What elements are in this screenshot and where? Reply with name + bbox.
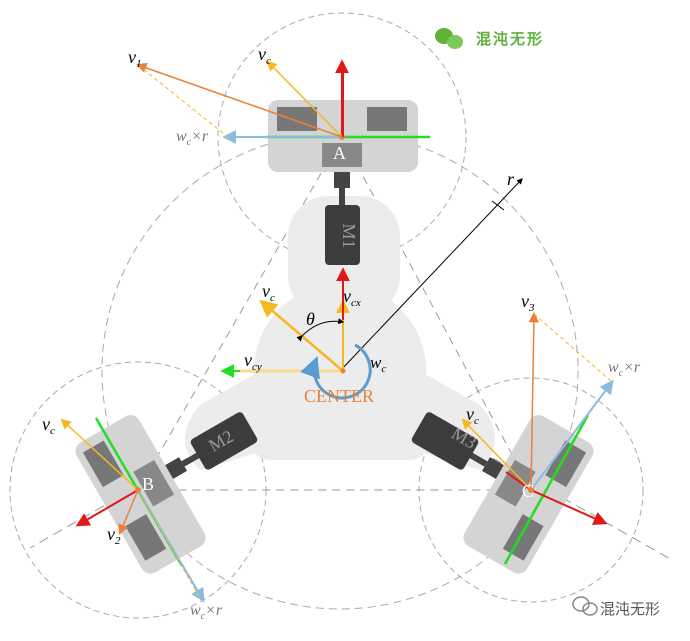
watermark-bottom: 混沌无形 — [600, 600, 661, 618]
radius-tick — [491, 200, 505, 211]
label-v3: v3 — [521, 291, 535, 314]
wheel-c-red-left — [505, 471, 532, 491]
label-v2: v2 — [107, 524, 121, 547]
wheel-c-dot — [528, 487, 534, 493]
wechat-icon-top — [435, 28, 463, 49]
label-vc-center: vc — [262, 281, 275, 304]
label-wheel-c: C — [522, 481, 534, 501]
wheel-a-dash — [137, 64, 229, 138]
label-wheel-a: A — [333, 143, 346, 163]
wheel-a-vc — [266, 60, 343, 138]
wechat-icon-bottom — [572, 596, 598, 616]
label-wcr-c: wc×r — [608, 359, 641, 379]
wc-arc — [300, 343, 372, 400]
wheel-c-green — [503, 414, 590, 565]
wheel-c-blue — [530, 379, 614, 491]
wheel-c — [411, 412, 594, 574]
wheel-b-dot — [135, 487, 141, 493]
label-vc-c: vc — [466, 404, 479, 427]
wheel-c-dash — [533, 313, 613, 383]
center-dot — [340, 368, 346, 374]
label-wc-center: wc — [370, 353, 386, 375]
label-vc-b: vc — [42, 414, 55, 437]
wheel-c-red-right — [530, 489, 608, 525]
label-r: r — [507, 169, 515, 189]
wheel-a-v1 — [136, 62, 343, 138]
wheel-c-vc — [461, 418, 532, 491]
label-vcy: vcy — [244, 350, 262, 373]
wheel-c-v3 — [528, 311, 540, 491]
motor-1-label: M1 — [339, 223, 359, 248]
theta-arc — [296, 318, 345, 342]
label-vcx: vcx — [343, 286, 361, 309]
dashed-triangle — [137, 135, 532, 491]
label-wheel-b: B — [142, 474, 154, 494]
label-center: CENTER — [304, 386, 374, 406]
wheel-b-red — [75, 489, 139, 527]
label-v1: v1 — [128, 47, 142, 70]
label-wcr-b: wc×r — [190, 602, 223, 622]
wheel-b-v2 — [118, 489, 139, 535]
watermark-top: 混沌无形 — [476, 30, 545, 48]
radius-line — [339, 178, 523, 372]
wheel-b-vc — [60, 418, 139, 491]
label-wcr-a: wc×r — [176, 128, 209, 148]
labels: v1 vc wc×r A r vc vcx θ vcy wc CENTER vc… — [42, 44, 641, 622]
label-vc-a: vc — [258, 44, 271, 67]
label-theta: θ — [306, 309, 315, 329]
